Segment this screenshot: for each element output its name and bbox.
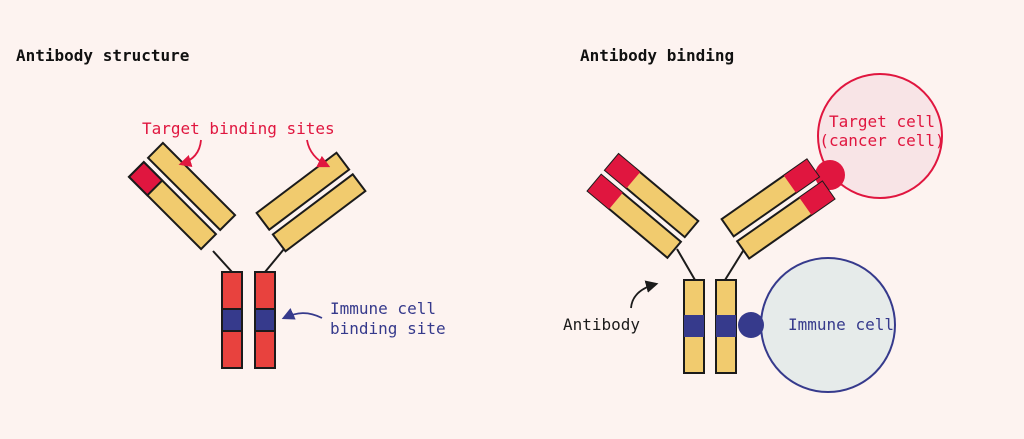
- immune-site-arrow: [281, 308, 323, 320]
- antibody-binding: Target cell (cancer cell) Immune cell: [563, 73, 945, 393]
- binding-right-arm-tip-upper: [783, 159, 819, 193]
- target-binding-sites-label: Target binding sites: [142, 119, 335, 138]
- stem-chain-right: [254, 271, 276, 369]
- binding-right-arm-tip-lower: [799, 181, 835, 215]
- binding-right-arm: [720, 158, 836, 260]
- binding-stem-right: [715, 279, 737, 374]
- hinge-line-left: [212, 250, 233, 273]
- target-cell-label-line2: (cancer cell): [819, 131, 944, 150]
- binding-hinge-left: [676, 248, 696, 281]
- immune-binding-site-label-line2: binding site: [330, 319, 446, 338]
- immune-binding-site-label-line1: Immune cell: [330, 299, 436, 318]
- immune-cell-label: Immune cell: [788, 315, 894, 334]
- right-arm-upper-bar: [255, 151, 351, 232]
- target-cell-label-line1: Target cell: [829, 112, 935, 131]
- immune-cell-receptor: [738, 312, 764, 338]
- left-arm: [127, 141, 237, 251]
- stem-left-immune-site: [221, 308, 243, 332]
- target-cell: [817, 73, 943, 199]
- hinge-line-right: [264, 248, 285, 273]
- binding-stem-right-immune-site: [716, 315, 736, 337]
- binding-stem-left-immune-site: [684, 315, 704, 337]
- left-arm-upper-bar: [146, 141, 237, 232]
- binding-stem-left: [683, 279, 705, 374]
- left-arm-binding-tip: [127, 160, 164, 197]
- binding-left-arm: [586, 152, 700, 260]
- target-sites-arrow-right: [306, 139, 331, 168]
- target-sites-arrow-left: [178, 139, 202, 168]
- antibody-label: Antibody: [563, 315, 640, 334]
- binding-left-arm-tip-upper: [605, 154, 641, 189]
- binding-left-arm-tip-lower: [587, 174, 623, 209]
- antibody-arrow: [630, 280, 659, 309]
- right-arm: [255, 151, 367, 253]
- antibody-structure-title: Antibody structure: [16, 46, 190, 65]
- antibody-structure: Target binding sites Immune cell binding…: [127, 119, 446, 369]
- antibody-binding-title: Antibody binding: [580, 46, 735, 65]
- stem-right-immune-site: [254, 308, 276, 332]
- stem-chain-left: [221, 271, 243, 369]
- right-arm-lower-bar: [271, 172, 367, 253]
